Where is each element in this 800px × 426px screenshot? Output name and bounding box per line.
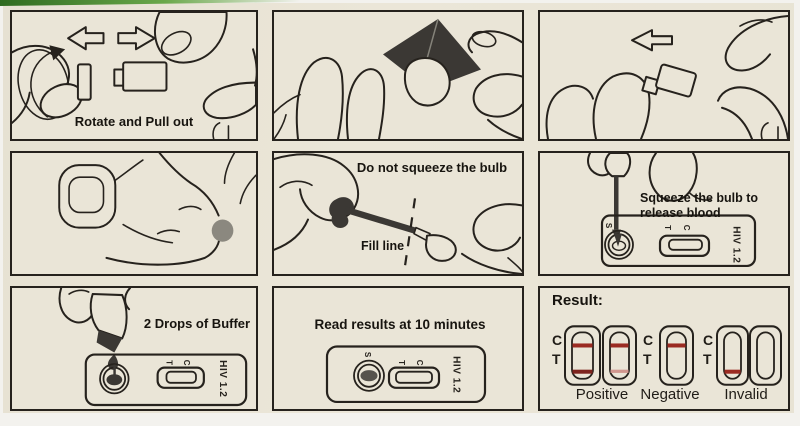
arrow-left-icon [67, 26, 105, 51]
pipette-bulb [425, 234, 457, 262]
outcome-label-positive: Positive [575, 386, 629, 403]
step1-panel: Rotate and Pull out [10, 10, 258, 141]
fingers [545, 72, 651, 139]
test-label: T [552, 351, 561, 367]
right-hand [153, 12, 256, 139]
outcome-label-invalid: Invalid [724, 386, 768, 403]
step5-illustration [274, 153, 522, 274]
step6-caption-line2: release blood [640, 206, 721, 220]
test-line [724, 369, 741, 374]
arrow-left-icon [631, 29, 673, 52]
step4-panel [10, 151, 258, 276]
cassette-sample-label: S [604, 223, 613, 229]
sample-in-well [360, 370, 378, 382]
sample-in-well [106, 374, 123, 386]
test-line [572, 369, 593, 374]
invalid-strip-2 [749, 325, 782, 386]
step8-panel: S T C HIV 1.2 Read results at 10 minutes [272, 286, 524, 411]
step6-illustration: S T C HIV 1.2 [587, 153, 757, 268]
arrow-right-icon [117, 26, 156, 51]
test-line-faint [610, 369, 629, 373]
result-window [156, 366, 205, 389]
step6-caption-line1: Squeeze the bulb to [640, 191, 759, 205]
test-cassette: S T C HIV 1.2 [325, 345, 487, 404]
step7-panel: T C HIV 1.2 2 Drops of Buffer [10, 286, 258, 411]
green-page-edge [0, 0, 300, 6]
step3-panel [538, 10, 790, 141]
step4-illustration [58, 153, 256, 266]
outcome-label-negative: Negative [640, 386, 700, 403]
results-panel: Result: C T C T C T Positive Negative In… [538, 286, 790, 411]
left-hand [274, 57, 386, 139]
step1-caption: Rotate and Pull out [74, 114, 194, 129]
step5-caption: Do not squeeze the bulb [356, 160, 508, 175]
step6-panel: S T C HIV 1.2 Squeeze the bulb to releas… [538, 151, 790, 276]
blood-drop [211, 219, 234, 242]
sample-well [99, 363, 130, 395]
invalid-strip-1 [716, 325, 749, 386]
step7-illustration: T C HIV 1.2 [58, 288, 248, 407]
lancet-body [76, 63, 92, 101]
right-hand [461, 203, 522, 274]
step2-illustration [274, 18, 522, 139]
hand-with-buffer-bottle [58, 288, 132, 370]
step1-illustration [12, 12, 256, 139]
step5-panel: Do not squeeze the bulb Fill line [272, 151, 524, 276]
step8-illustration: S T C HIV 1.2 [325, 345, 487, 404]
step7-caption: 2 Drops of Buffer [143, 316, 251, 331]
cassette-product-name: HIV 1.2 [217, 360, 228, 397]
test-cassette: S T C HIV 1.2 [600, 214, 757, 268]
cassette-product-name: HIV 1.2 [450, 356, 461, 393]
test-cassette: T C HIV 1.2 [84, 353, 248, 407]
control-label: C [643, 332, 654, 348]
cassette-test-label: T [164, 360, 173, 365]
rotate-arrow-icon [30, 51, 53, 118]
pipette-stem [614, 176, 619, 230]
result-window [658, 234, 711, 257]
positive-strip-2 [602, 325, 637, 386]
cassette-control-label: C [682, 225, 691, 231]
negative-strip [659, 325, 694, 386]
control-label: C [703, 332, 714, 348]
step2-panel [272, 10, 524, 141]
control-line [610, 343, 629, 348]
positive-strip-1 [564, 325, 601, 386]
hand [58, 153, 256, 266]
cassette-test-label: T [663, 225, 672, 230]
fill-line-label: Fill line [361, 239, 405, 253]
blood-on-finger [329, 197, 354, 229]
cassette-control-label: C [415, 360, 424, 366]
hand-with-pipette [587, 153, 712, 242]
lancet-cap [122, 61, 168, 92]
sample-well [604, 229, 634, 260]
cassette-test-label: T [397, 360, 406, 365]
cassette-product-name: HIV 1.2 [730, 226, 741, 263]
cassette-sample-label: S [363, 352, 372, 358]
test-label: T [703, 351, 712, 367]
cassette-control-label: C [182, 360, 191, 366]
result-window [387, 366, 441, 389]
finger [274, 153, 360, 251]
right-hand [717, 15, 788, 139]
step3-illustration [545, 15, 788, 139]
sample-well [353, 359, 385, 392]
bottle-tip [96, 330, 123, 353]
step8-caption: Read results at 10 minutes [314, 317, 486, 332]
capillary-pipette [344, 206, 457, 262]
control-label: C [552, 332, 563, 348]
result-strips-illustration [564, 325, 782, 386]
control-line [667, 343, 686, 348]
control-line [572, 343, 593, 348]
results-title: Result: [552, 292, 603, 309]
test-label: T [643, 351, 652, 367]
left-hand [12, 44, 83, 124]
lancet [641, 63, 697, 98]
right-hand [403, 30, 522, 139]
buffer-bottle [89, 293, 128, 340]
